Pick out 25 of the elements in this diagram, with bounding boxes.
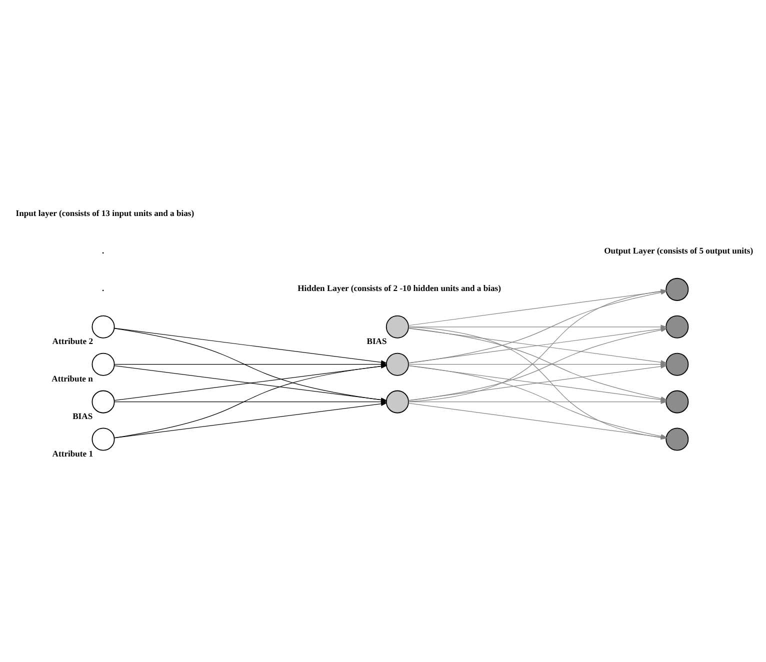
node-label: Attribute n xyxy=(52,373,93,384)
node-circle xyxy=(386,390,409,413)
node-circle xyxy=(666,314,689,338)
node-label: BIAS xyxy=(72,410,93,421)
node-circle xyxy=(666,427,689,450)
label: Output Layer (consists of 5 output units) xyxy=(604,245,754,256)
node-label: BIAS xyxy=(366,336,387,346)
node-label: Attribute 2 xyxy=(52,336,94,346)
node-circle xyxy=(386,352,409,376)
node-circle xyxy=(386,314,409,338)
node-circle xyxy=(92,427,115,450)
label: Hidden Layer (consists of 2 -10 hidden units and a bias) xyxy=(298,282,502,293)
arrow xyxy=(114,362,388,366)
arrow xyxy=(114,401,388,438)
label: . xyxy=(102,282,104,293)
node-circle xyxy=(92,314,115,338)
node-circle xyxy=(666,390,689,413)
label: Input layer (consists of 13 input units and a bias) xyxy=(16,208,194,218)
node-circle xyxy=(666,277,689,300)
label: . xyxy=(102,245,104,256)
node-circle xyxy=(92,352,115,376)
node-circle xyxy=(92,390,115,413)
node-circle xyxy=(666,352,689,376)
arrow xyxy=(408,362,667,366)
node-label: Attribute 1 xyxy=(52,448,94,458)
